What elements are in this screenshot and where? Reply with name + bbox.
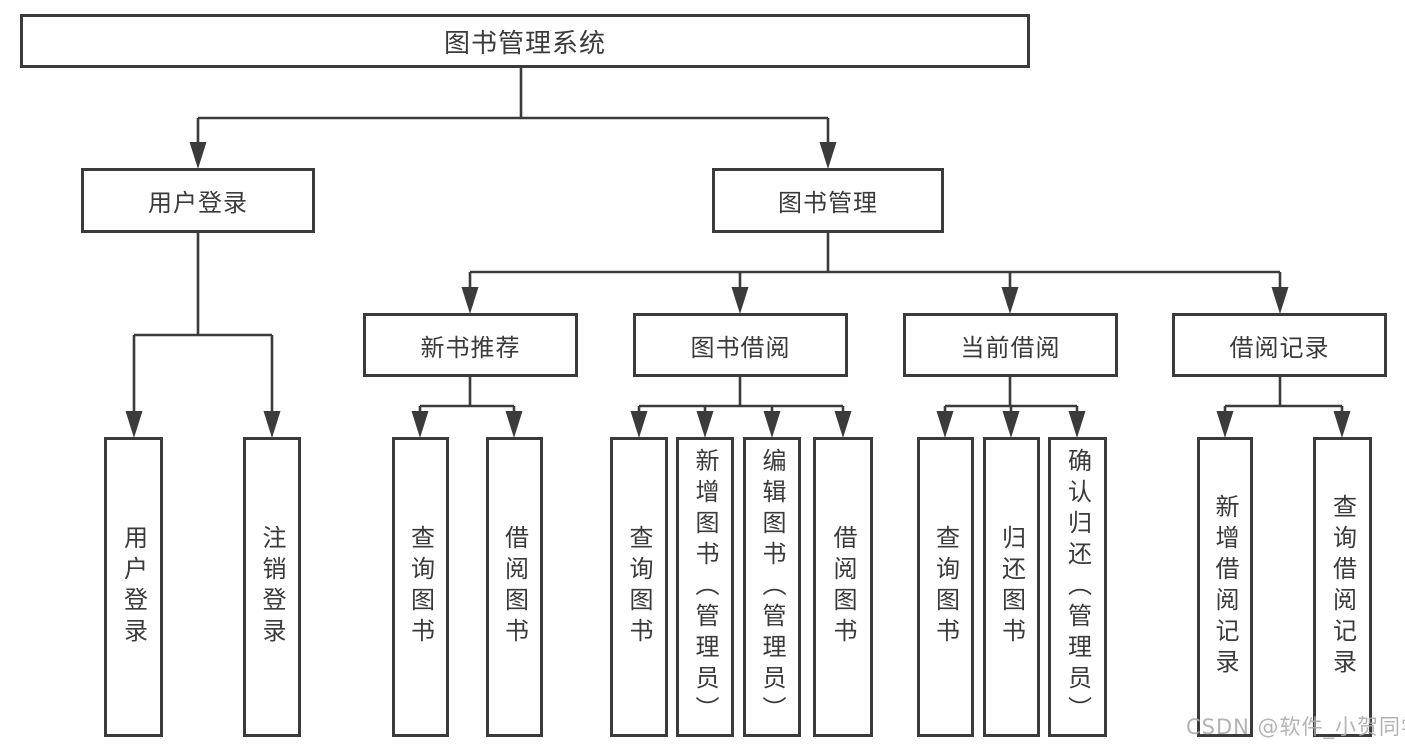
leaf-br-add-record: 新增借阅记录 xyxy=(1197,437,1253,737)
leaf-cb-confirm-return-admin: 确认归还（管理员） xyxy=(1048,437,1107,737)
node-library-management-system: 图书管理系统 xyxy=(20,14,1030,68)
leaf-label: 查询图书 xyxy=(406,525,435,649)
leaf-label: 新增借阅记录 xyxy=(1211,494,1239,680)
leaf-bb-edit-books-admin: 编辑图书（管理员） xyxy=(743,437,801,737)
leaf-label: 借阅图书 xyxy=(500,525,529,649)
leaf-label: 借阅图书 xyxy=(829,525,857,649)
node-book-borrow: 图书借阅 xyxy=(633,313,848,377)
node-label: 借阅记录 xyxy=(1229,333,1330,362)
leaf-label: 新增图书（管理员） xyxy=(691,447,719,727)
node-label: 新书推荐 xyxy=(420,333,521,362)
leaf-nb-borrow-books: 借阅图书 xyxy=(486,437,543,737)
node-new-book-recommend: 新书推荐 xyxy=(363,313,578,377)
node-label: 当前借阅 xyxy=(960,333,1061,362)
leaf-label: 编辑图书（管理员） xyxy=(758,447,786,727)
node-label: 图书管理 xyxy=(778,189,878,217)
node-book-management: 图书管理 xyxy=(712,168,944,233)
node-label: 图书借阅 xyxy=(690,333,791,362)
leaf-cb-query-books: 查询图书 xyxy=(917,437,974,737)
leaf-label: 查询借阅记录 xyxy=(1328,494,1357,680)
node-borrow-records: 借阅记录 xyxy=(1172,313,1387,377)
leaf-bb-query-books: 查询图书 xyxy=(610,437,668,737)
leaf-nb-query-books: 查询图书 xyxy=(392,437,449,737)
node-current-borrow: 当前借阅 xyxy=(903,313,1118,377)
node-label: 图书管理系统 xyxy=(443,28,606,59)
leaf-label: 查询图书 xyxy=(931,525,960,649)
leaf-label: 用户登录 xyxy=(119,525,148,649)
node-user-login: 用户登录 xyxy=(81,168,315,233)
leaf-label: 查询图书 xyxy=(625,525,653,649)
leaf-label: 注销登录 xyxy=(258,525,286,649)
leaf-label: 归还图书 xyxy=(997,525,1026,649)
leaf-cb-return-books: 归还图书 xyxy=(983,437,1040,737)
node-label: 用户登录 xyxy=(148,189,248,217)
csdn-watermark: CSDN @软件_小贺同学 xyxy=(1186,715,1405,739)
leaf-logout: 注销登录 xyxy=(243,437,301,737)
leaf-bb-borrow-books: 借阅图书 xyxy=(813,437,873,737)
leaf-br-query-record: 查询借阅记录 xyxy=(1313,437,1372,737)
leaf-label: 确认归还（管理员） xyxy=(1063,447,1092,727)
leaf-bb-add-books-admin: 新增图书（管理员） xyxy=(676,437,734,737)
leaf-user-login: 用户登录 xyxy=(104,437,163,737)
